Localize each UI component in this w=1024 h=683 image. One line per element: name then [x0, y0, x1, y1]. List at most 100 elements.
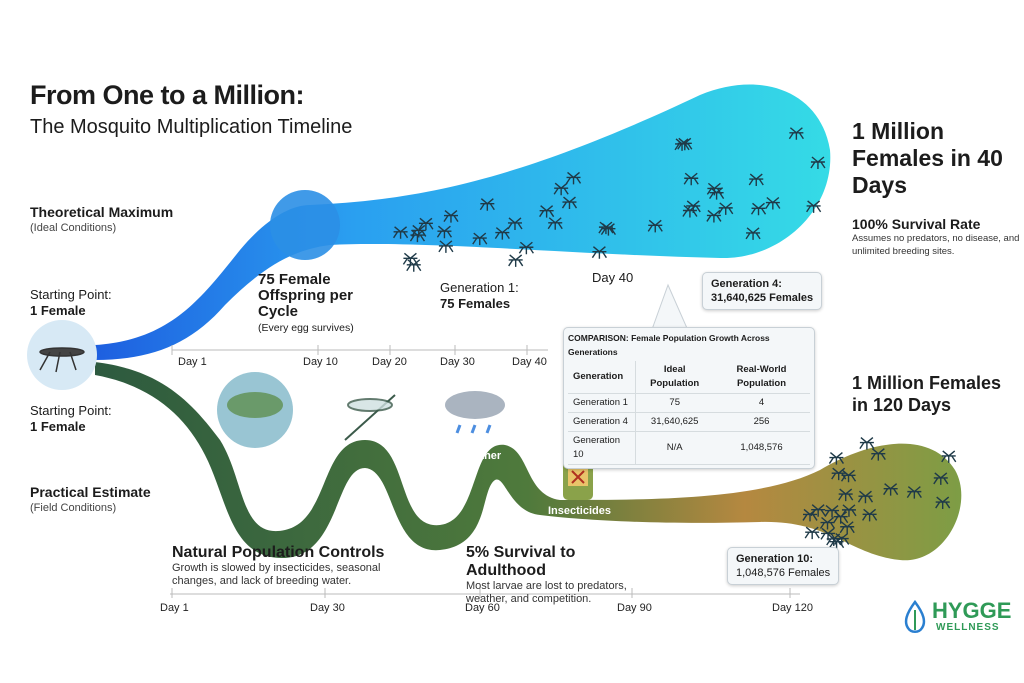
fish-icon — [227, 392, 283, 418]
dragonfly-icon — [344, 394, 396, 441]
mosquito-icon — [906, 486, 922, 499]
mosquito-icon — [820, 527, 836, 541]
ideal-tick: Day 40 — [512, 356, 547, 368]
ideal-tick: Day 1 — [178, 356, 207, 368]
mosquito-icon — [841, 504, 857, 517]
mosquito-icon — [392, 226, 409, 239]
mosquito-icon — [553, 182, 569, 196]
ideal-tick: Day 10 — [303, 356, 338, 368]
mosquito-icon — [765, 196, 781, 210]
ideal-heading: Theoretical Maximum(Ideal Conditions) — [30, 204, 174, 234]
mosquito-icon — [935, 496, 951, 510]
mosquito-icon — [933, 472, 949, 485]
mosquito-icon — [438, 240, 454, 253]
gen1-label: Generation 1:75 Females — [440, 280, 519, 311]
practical-tick: Day 120 — [772, 602, 813, 614]
mosquito-icon — [748, 173, 764, 187]
mosquito-icon — [745, 227, 761, 240]
mosquito-icon — [409, 229, 426, 243]
practical-start-label: Starting Point:1 Female — [30, 403, 112, 434]
mosquito-icon — [750, 202, 767, 216]
mosquito-icon — [838, 488, 854, 502]
mosquito-icon — [565, 171, 582, 185]
mosquito-icon — [839, 521, 855, 534]
mosquito-icon — [788, 127, 804, 140]
mosquito-icon — [870, 448, 886, 461]
mosquito-icon — [833, 511, 849, 524]
mosquito-icon — [518, 241, 534, 255]
mosquito-icon — [826, 533, 842, 546]
mosquito-icon — [494, 227, 510, 240]
mosquito-icon — [810, 156, 826, 170]
leaf-drop-icon — [904, 600, 926, 633]
mosquito-icon — [436, 225, 453, 239]
comparison-table: COMPARISON: Female Population Growth Acr… — [563, 327, 815, 469]
mosquito-icon — [857, 490, 874, 504]
mosquito-icon — [706, 209, 722, 223]
mosquito-icon — [479, 198, 495, 211]
practical-growth-stream — [95, 362, 962, 561]
ideal-result-title: 1 Million Females in 40 Days — [852, 118, 1003, 198]
mosquito-icon — [810, 504, 826, 517]
page-title: From One to a Million: — [30, 80, 305, 110]
mosquito-icon — [547, 217, 563, 230]
col-header: Ideal Population — [635, 361, 713, 394]
col-header: Generation — [568, 361, 637, 394]
mosquito-swarm — [392, 127, 957, 549]
mosquito-icon — [804, 526, 820, 540]
mosquito-icon — [709, 187, 725, 200]
mosquito-icon — [862, 508, 878, 522]
col-header: Real-World Population — [712, 361, 810, 394]
mosquito-icon — [883, 483, 899, 496]
practical-heading: Practical Estimate(Field Conditions) — [30, 484, 151, 514]
mosquito-icon — [819, 516, 836, 530]
mosquito-icon — [706, 182, 722, 196]
gen4-callout: Generation 4:31,640,625 Females — [702, 272, 823, 310]
mosquito-icon — [443, 210, 459, 223]
mosquito-icon — [718, 202, 734, 215]
mosquito-icon — [859, 437, 875, 450]
ideal-growth-stream — [95, 84, 831, 360]
mosquito-icon — [406, 259, 422, 272]
mosquito-icon — [472, 232, 488, 246]
mosquito-icon — [508, 254, 524, 267]
practical-result-title: 1 Million Females in 120 Days — [852, 373, 1002, 415]
offspring-label: 75 Female Offspring per Cycle(Every egg … — [258, 271, 354, 335]
mosquito-icon — [561, 196, 578, 210]
day40-label: Day 40 — [592, 270, 634, 285]
weather-label: Weather — [458, 450, 502, 462]
mosquito-icon — [539, 205, 555, 218]
mosquito-icon — [677, 137, 693, 151]
mosquito-icon — [831, 467, 847, 481]
mosquito-icon — [829, 536, 845, 549]
insecticides-label: Insecticides — [548, 505, 611, 517]
mosquito-icon — [682, 204, 698, 218]
mosquito-icon — [941, 450, 957, 463]
mosquito-icon — [683, 172, 699, 186]
mosquito-icon — [806, 200, 822, 213]
mosquito-icon — [802, 508, 818, 522]
ideal-start-label: Starting Point:1 Female — [30, 287, 112, 318]
practical-tick: Day 30 — [310, 602, 345, 614]
mosquito-icon — [39, 347, 85, 373]
ideal-tick: Day 30 — [440, 356, 475, 368]
ideal-timeline-axis — [171, 345, 548, 355]
mosquito-icon — [828, 452, 844, 465]
mosquito-icon — [507, 217, 523, 230]
page-subtitle: The Mosquito Multiplication Timeline — [30, 116, 353, 138]
egg-cluster-circle — [270, 190, 340, 260]
gen10-callout: Generation 10:1,048,576 Females — [727, 547, 840, 585]
ideal-tick: Day 20 — [372, 356, 407, 368]
mosquito-icon — [600, 223, 617, 236]
practical-timeline-axis — [170, 588, 800, 598]
mosquito-icon — [418, 217, 434, 231]
mosquito-icon — [647, 219, 663, 233]
hygge-wellness-logo: HYGGE WELLNESS — [902, 598, 1022, 638]
